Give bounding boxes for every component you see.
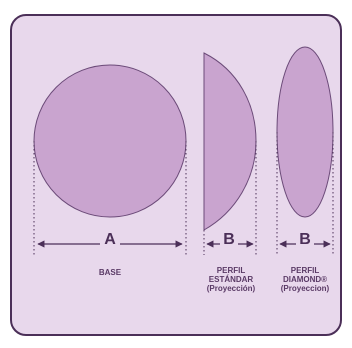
diamond-caption: PERFIL DIAMOND® (Proyeccion) bbox=[270, 266, 340, 293]
standard-caption-line-1: PERFIL bbox=[216, 266, 246, 275]
standard-caption-line-2: ESTÁNDAR bbox=[208, 275, 254, 284]
base-circle-shape bbox=[33, 64, 187, 218]
standard-caption: PERFIL ESTÁNDAR (Proyección) bbox=[196, 266, 266, 293]
standard-caption-line-3: (Proyección) bbox=[206, 284, 256, 293]
dimension-label-a: A bbox=[100, 231, 120, 251]
dimension-label-b-standard: B bbox=[220, 231, 238, 251]
dimension-label-b-diamond: B bbox=[296, 231, 314, 251]
diamond-caption-line-2: DIAMOND® bbox=[282, 275, 328, 284]
guide-lines bbox=[33, 132, 334, 255]
base-caption: BASE bbox=[98, 268, 122, 277]
diamond-caption-line-3: (Proyeccion) bbox=[280, 284, 330, 293]
diamond-caption-line-1: PERFIL bbox=[290, 266, 320, 275]
standard-profile-shape bbox=[203, 52, 257, 231]
diamond-profile-shape bbox=[276, 46, 334, 218]
